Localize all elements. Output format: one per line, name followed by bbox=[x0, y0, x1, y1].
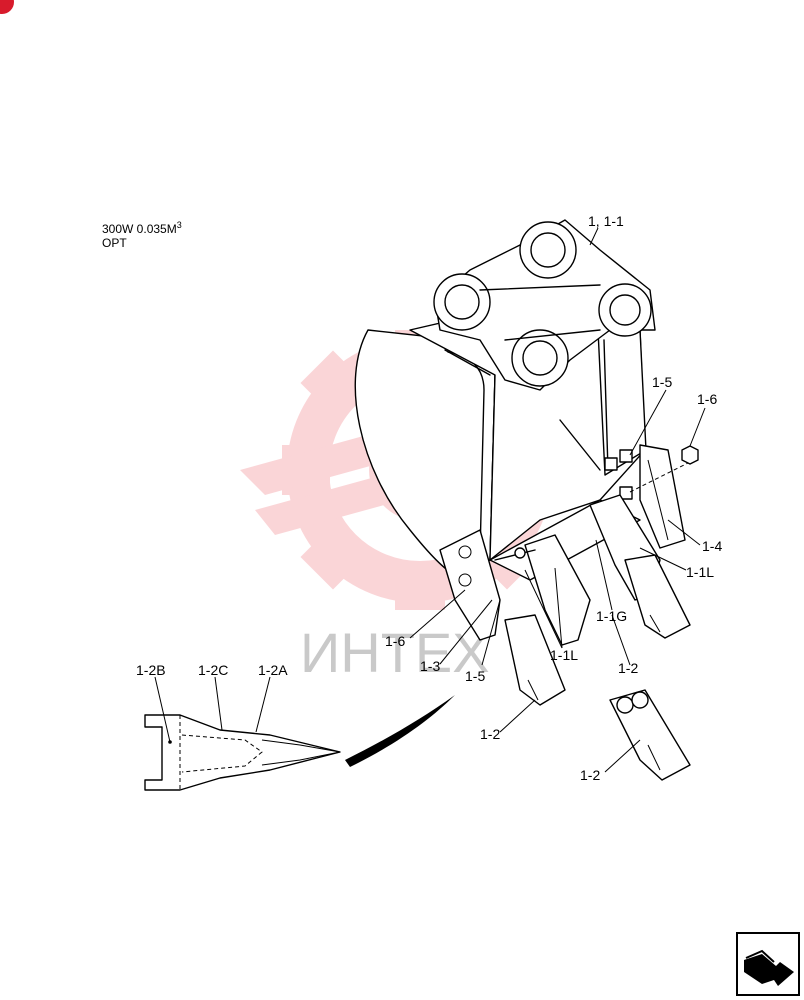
next-page-arrow-icon bbox=[744, 949, 794, 986]
callout-label: 1-3 bbox=[420, 658, 440, 674]
callout-label: 1-1G bbox=[596, 608, 627, 624]
callout-label: 1-6 bbox=[697, 391, 717, 407]
tooth-detail-view bbox=[144, 695, 455, 791]
spec-superscript: 3 bbox=[176, 220, 182, 230]
callout-labels: 1, 1-1 1-5 1-6 1-4 1-1L 1-1G 1-1L 1-2 1-… bbox=[136, 213, 722, 783]
next-page-button[interactable] bbox=[736, 932, 800, 996]
callout-label: 1, 1-1 bbox=[588, 213, 624, 229]
callout-label: 1-2 bbox=[580, 767, 600, 783]
callout-label: 1-2A bbox=[258, 662, 288, 678]
callout-label: 1-1L bbox=[550, 647, 578, 663]
spec-note: 300W 0.035M3 OPT bbox=[102, 218, 182, 250]
leader-lines bbox=[154, 227, 706, 773]
callout-label: 1-2C bbox=[198, 662, 228, 678]
callout-label: 1-2B bbox=[136, 662, 166, 678]
bucket-body bbox=[354, 219, 699, 781]
callout-label: 1-2 bbox=[480, 726, 500, 742]
spec-line-2: OPT bbox=[102, 236, 127, 250]
callout-label: 1-6 bbox=[385, 633, 405, 649]
callout-label: 1-2 bbox=[618, 660, 638, 676]
spec-line-1: 300W 0.035M bbox=[102, 222, 177, 236]
callout-label: 1-4 bbox=[702, 538, 722, 554]
watermark-text: ИНТЕХ bbox=[300, 621, 490, 684]
callout-label: 1-5 bbox=[652, 374, 672, 390]
callout-label: 1-1L bbox=[686, 564, 714, 580]
callout-label: 1-5 bbox=[465, 668, 485, 684]
